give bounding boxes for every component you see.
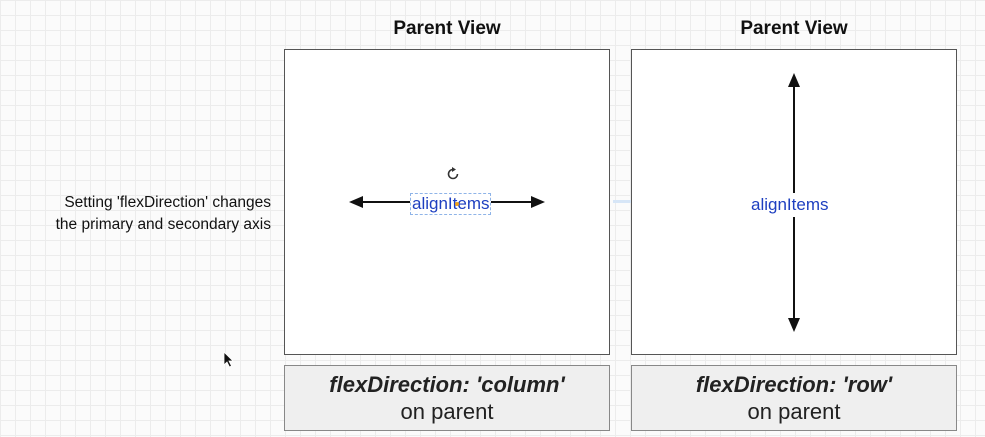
panel-1-property: flexDirection: 'column' (329, 372, 565, 397)
panel-2-property: flexDirection: 'row' (695, 372, 893, 397)
panel-1-parent-view[interactable]: alignItems (284, 49, 610, 355)
panel-2-align-items-label: alignItems (749, 193, 831, 217)
text-cursor-marker (455, 202, 459, 206)
axis-explanation-line-2: the primary and secondary axis (55, 216, 271, 233)
axis-explanation-line-1: Setting 'flexDirection' changes (64, 194, 271, 211)
panel-1-caption: on parent (400, 399, 494, 424)
panel-2-property-box: flexDirection: 'row' on parent (631, 365, 957, 431)
panel-2-title: Parent View (740, 18, 848, 39)
panel-1-title: Parent View (393, 18, 501, 39)
selection-connector (613, 200, 635, 203)
panel-1-align-items-text: alignItems (412, 194, 490, 213)
panel-1-property-box: flexDirection: 'column' on parent (284, 365, 610, 431)
mouse-pointer-icon (224, 352, 234, 368)
rotate-handle-icon[interactable] (445, 166, 461, 182)
panel-1-align-items-label[interactable]: alignItems (410, 193, 492, 215)
panel-2-parent-view[interactable]: alignItems (631, 49, 957, 355)
panel-2-caption: on parent (747, 399, 841, 424)
axis-explanation-note: Setting 'flexDirection' changes the prim… (0, 192, 271, 236)
